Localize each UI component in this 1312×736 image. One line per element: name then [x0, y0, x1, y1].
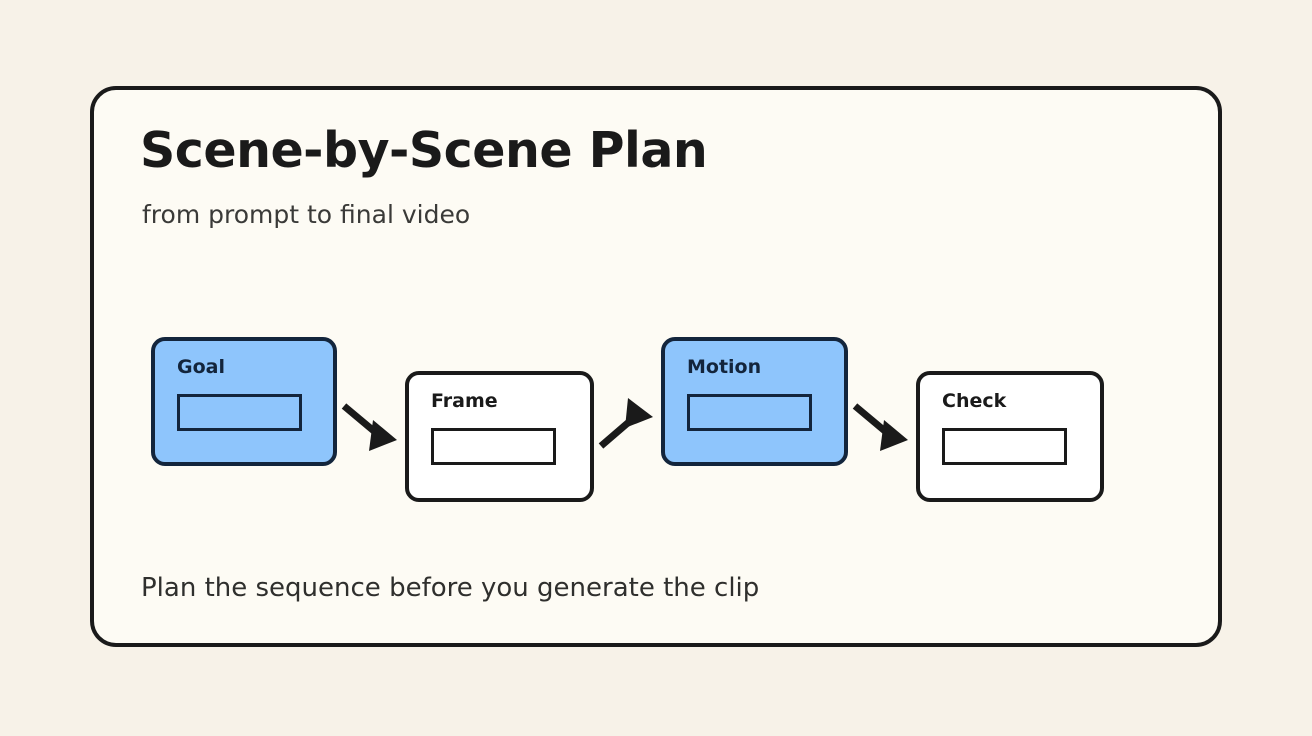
flow-node-motion-label: Motion	[687, 356, 762, 378]
flow-node-frame-slot	[431, 428, 556, 465]
connector-frame-to-motion	[598, 398, 653, 449]
footer-note: Plan the sequence before you generate th…	[141, 573, 760, 603]
flow-node-frame-label: Frame	[431, 390, 498, 412]
connector-goal-to-frame	[341, 403, 397, 451]
connector-motion-to-check	[852, 403, 908, 451]
flow-node-check[interactable]: Check	[916, 371, 1104, 502]
flow-node-motion[interactable]: Motion	[661, 337, 848, 466]
flow-node-frame[interactable]: Frame	[405, 371, 594, 502]
flow-node-check-slot	[942, 428, 1067, 465]
flow-diagram: Goal Frame Motion Check	[94, 90, 1226, 651]
flow-node-goal-slot	[177, 394, 302, 431]
flow-node-motion-slot	[687, 394, 812, 431]
flow-connectors	[341, 398, 908, 451]
page-title: Scene-by-Scene Plan	[140, 122, 708, 179]
flow-node-check-label: Check	[942, 390, 1007, 412]
content-panel: Scene-by-Scene Plan from prompt to final…	[90, 86, 1222, 647]
flow-node-goal-label: Goal	[177, 356, 225, 378]
flow-node-goal[interactable]: Goal	[151, 337, 337, 466]
page-subtitle: from prompt to final video	[142, 200, 471, 229]
